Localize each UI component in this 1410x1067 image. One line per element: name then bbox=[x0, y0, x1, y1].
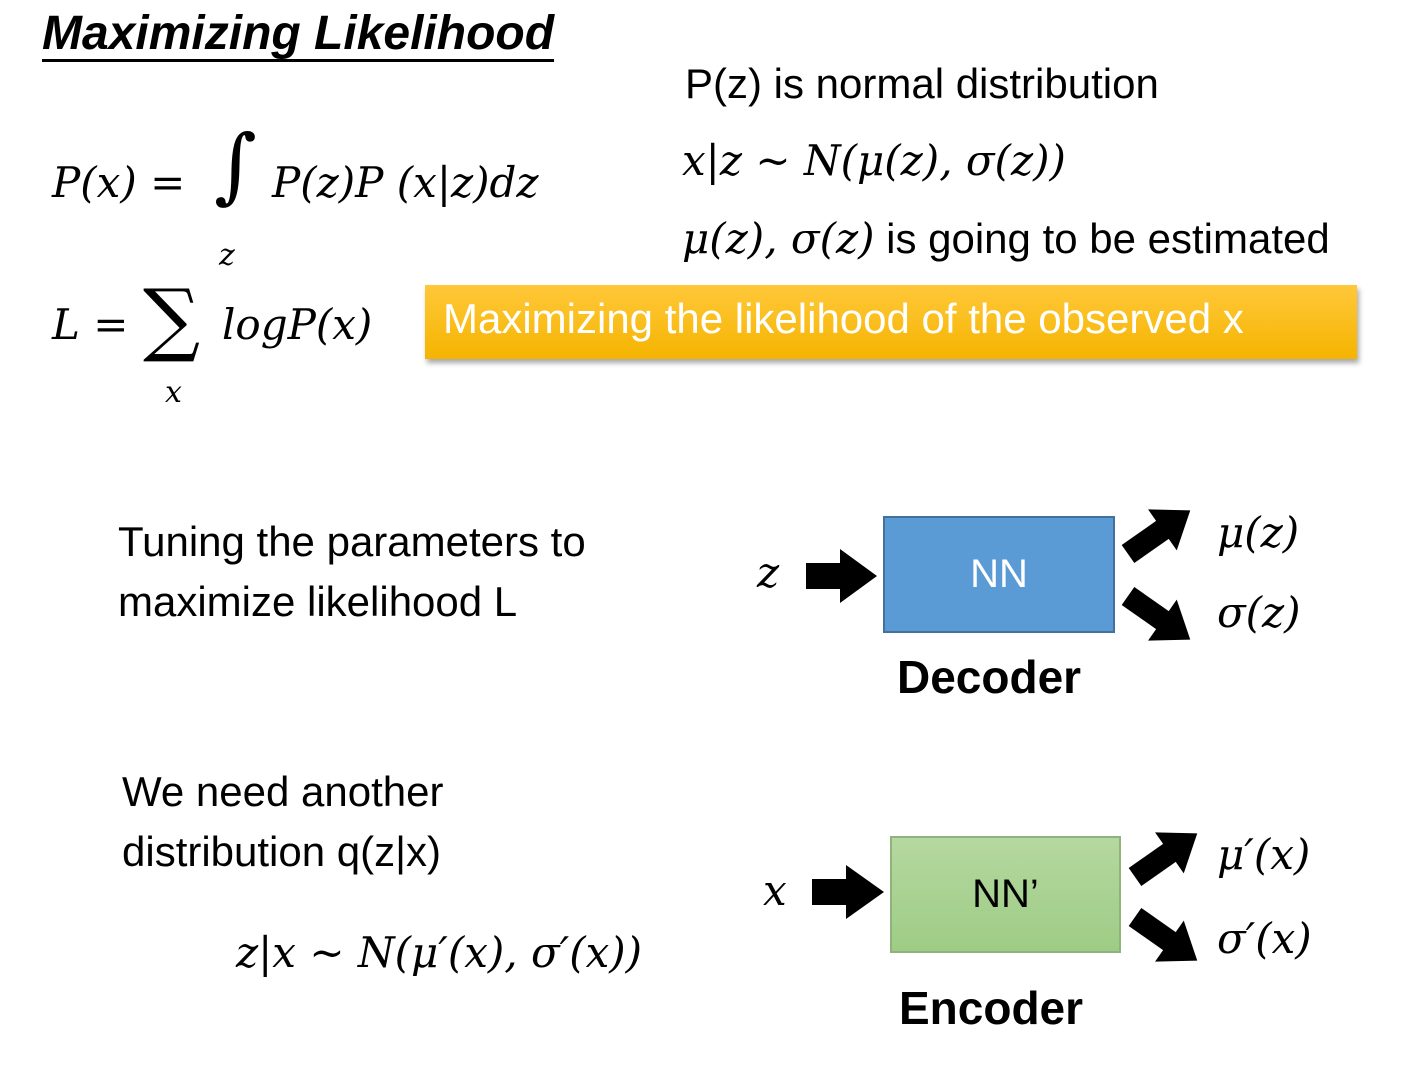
encoder-output-sigma: σ′(x) bbox=[1217, 914, 1312, 963]
decoder-label: Decoder bbox=[897, 651, 1082, 703]
estimate-note: μ(z), σ(z) is going to be estimated bbox=[682, 214, 1330, 263]
decoder-output-mu: μ(z) bbox=[1217, 508, 1300, 557]
encoder-input-x: x bbox=[763, 866, 787, 915]
encoder-output-mu: μ′(x) bbox=[1217, 830, 1311, 879]
encoder-nn-box: NN’ bbox=[890, 836, 1121, 953]
encoder-sigma-arrow bbox=[1128, 907, 1198, 962]
slide-title: Maximizing Likelihood bbox=[42, 7, 555, 60]
estimate-note-math: μ(z), σ(z) bbox=[682, 214, 875, 263]
encoder-desc-line2: distribution q(z|x) bbox=[122, 828, 442, 875]
decoder-nn-label: NN bbox=[970, 552, 1028, 596]
decoder-input-arrow bbox=[806, 549, 877, 603]
decoder-nn-box: NN bbox=[883, 516, 1115, 633]
encoder-formula: z|x ~ N(μ′(x), σ′(x)) bbox=[236, 928, 643, 977]
px-formula-lhs: P(x) = bbox=[52, 158, 186, 207]
decoder-sigma-arrow bbox=[1121, 586, 1191, 641]
encoder-label: Encoder bbox=[899, 982, 1084, 1034]
decoder-output-sigma: σ(z) bbox=[1217, 588, 1301, 637]
xz-distribution: x|z ~ N(μ(z), σ(z)) bbox=[682, 136, 1066, 185]
decoder-desc-line2: maximize likelihood L bbox=[118, 578, 518, 625]
sum-subscript: x bbox=[165, 375, 182, 410]
l-formula-rhs: logP(x) bbox=[222, 300, 373, 349]
estimate-note-text: is going to be estimated bbox=[874, 215, 1330, 262]
decoder-input-z: z bbox=[757, 548, 780, 597]
encoder-nn-label: NN’ bbox=[972, 872, 1039, 916]
encoder-desc-line1: We need another bbox=[122, 768, 444, 815]
px-formula-rhs: P(z)P (x|z)dz bbox=[272, 158, 539, 207]
integral-sign: ∫ bbox=[214, 118, 257, 213]
highlight-callout: Maximizing the likelihood of the observe… bbox=[425, 285, 1357, 359]
encoder-mu-arrow bbox=[1128, 832, 1198, 887]
integral-subscript: z bbox=[219, 238, 235, 273]
encoder-input-arrow bbox=[812, 865, 884, 919]
highlight-text: Maximizing the likelihood of the observe… bbox=[443, 295, 1244, 342]
pz-note: P(z) is normal distribution bbox=[685, 60, 1159, 107]
l-formula-lhs: L = bbox=[52, 300, 129, 349]
sum-sign: ∑ bbox=[143, 272, 201, 365]
decoder-mu-arrow bbox=[1121, 509, 1191, 564]
decoder-desc-line1: Tuning the parameters to bbox=[118, 518, 586, 565]
